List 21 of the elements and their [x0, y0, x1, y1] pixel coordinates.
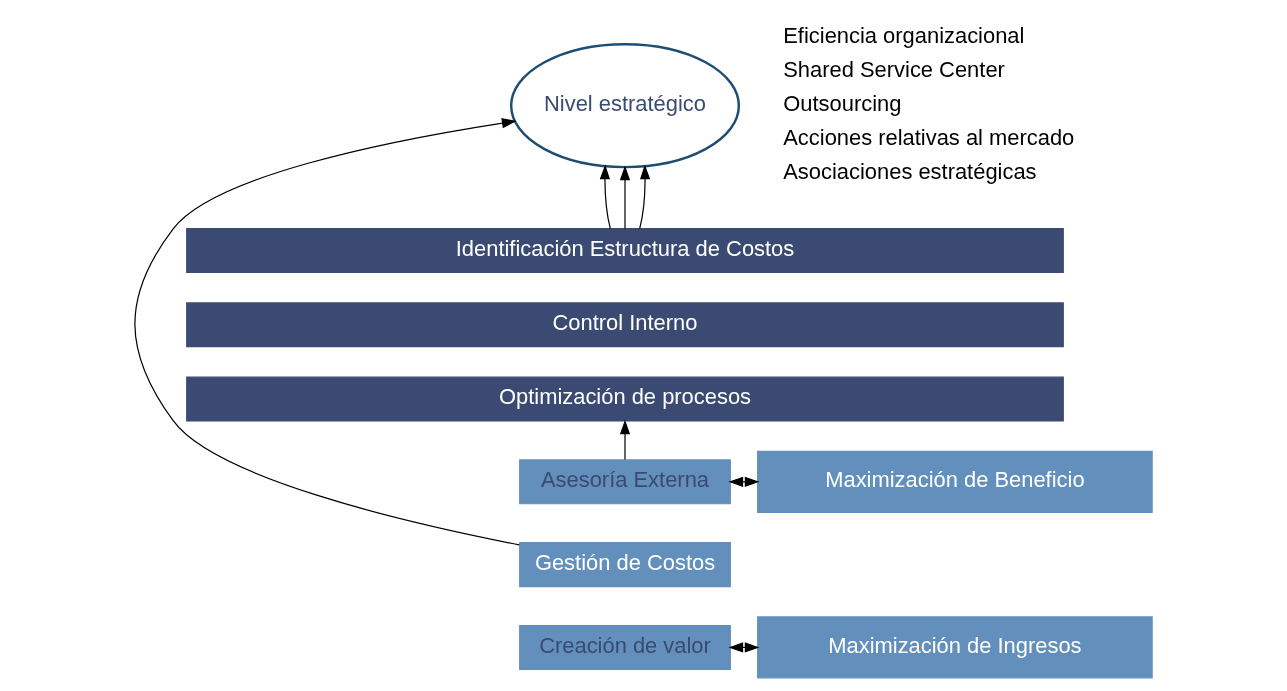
- node-box: Identificación Estructura de Costos: [186, 228, 1064, 274]
- label: Asociaciones estratégicas: [783, 159, 1037, 185]
- node-box: Control Interno: [186, 302, 1064, 348]
- node-box: Asesoría Externa: [519, 459, 731, 505]
- arrow: [134, 118, 520, 546]
- label: Acciones relativas al mercado: [783, 125, 1075, 151]
- label: Outsourcing: [783, 91, 902, 117]
- node-box: Maximización de Ingresos: [757, 616, 1153, 679]
- node-ellipse: Nivel estratégico: [509, 43, 741, 169]
- arrow: [639, 164, 651, 230]
- arrow: [599, 164, 611, 230]
- node-box: Creación de valor: [519, 624, 731, 670]
- label: Shared Service Center: [783, 56, 1005, 82]
- label: Eficiencia organizacional: [783, 22, 1025, 48]
- arrow: [619, 419, 631, 461]
- arrow: [728, 476, 760, 487]
- node-box: Maximización de Beneficio: [757, 450, 1153, 513]
- node-box: Gestión de Costos: [519, 542, 731, 588]
- node-box: Optimización de procesos: [186, 376, 1064, 422]
- arrow: [728, 642, 760, 653]
- arrow: [619, 165, 631, 230]
